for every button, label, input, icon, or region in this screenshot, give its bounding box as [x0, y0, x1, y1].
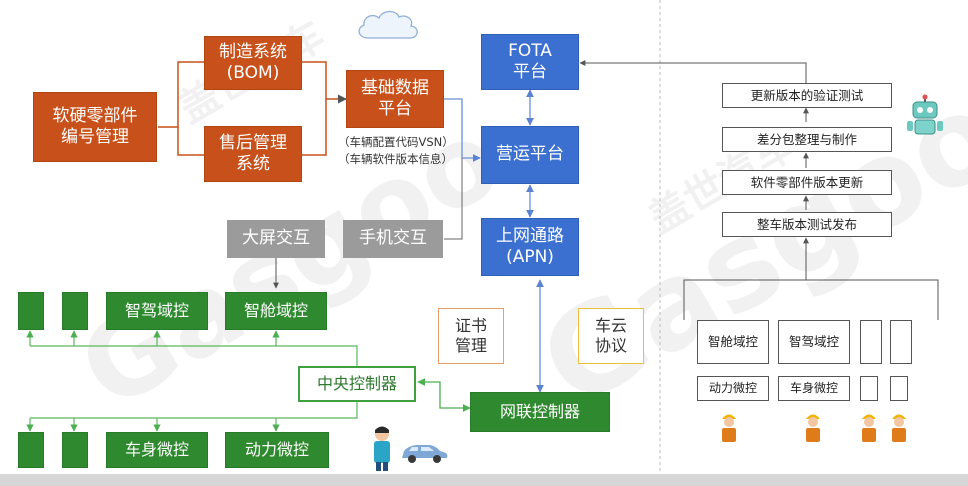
mcu-slot-box	[890, 376, 908, 401]
apn-box: 上网通路 (APN)	[481, 218, 579, 276]
gateway-controller-box: 网联控制器	[470, 392, 610, 432]
version-verify-test-box: 更新版本的验证测试	[722, 83, 892, 108]
operation-platform-box: 营运平台	[481, 126, 579, 184]
domain-slot-box	[860, 320, 882, 364]
worker-icon	[722, 414, 736, 442]
drive-domain-right-box: 智驾域控	[778, 320, 850, 364]
car-icon	[402, 445, 448, 463]
diff-package-box: 差分包整理与制作	[722, 127, 892, 152]
certificate-management-box: 证书 管理	[438, 308, 504, 364]
vsn-note: （车辆配置代码VSN） （车辆软件版本信息）	[338, 135, 454, 166]
footer-bar	[0, 474, 968, 486]
fota-platform-box: FOTA 平台	[481, 34, 579, 90]
smart-cabin-domain-box: 智舱域控	[225, 292, 327, 330]
person-icon	[374, 426, 390, 471]
domain-controller-box	[62, 292, 88, 330]
power-mcu-right-box: 动力微控	[697, 376, 769, 401]
base-data-platform-box: 基础数据 平台	[346, 70, 444, 128]
manufacturing-system-box: 制造系统 (BOM)	[204, 36, 302, 90]
power-mcu-box: 动力微控	[225, 432, 329, 468]
part-number-management-box: 软硬零部件 编号管理	[33, 92, 157, 162]
body-mcu-right-box: 车身微控	[778, 376, 850, 401]
cabin-domain-right-box: 智舱域控	[697, 320, 769, 364]
mcu-box	[18, 432, 44, 468]
domain-controller-box	[18, 292, 44, 330]
after-sales-system-box: 售后管理 系统	[204, 126, 302, 182]
body-mcu-box: 车身微控	[106, 432, 208, 468]
domain-slot-box	[890, 320, 912, 364]
vehicle-cloud-protocol-box: 车云 协议	[578, 308, 644, 364]
big-screen-interaction-box: 大屏交互	[227, 220, 325, 258]
smart-drive-domain-box: 智驾域控	[106, 292, 208, 330]
worker-icon	[862, 414, 876, 442]
central-controller-box: 中央控制器	[298, 366, 416, 402]
worker-icon	[806, 414, 820, 442]
mcu-slot-box	[860, 376, 878, 401]
worker-icon	[892, 414, 906, 442]
vehicle-release-box: 整车版本测试发布	[722, 212, 892, 237]
cloud-icon	[358, 10, 418, 39]
robot-icon	[907, 94, 943, 135]
mcu-box	[62, 432, 88, 468]
phone-interaction-box: 手机交互	[343, 220, 443, 258]
software-part-update-box: 软件零部件版本更新	[722, 170, 892, 195]
